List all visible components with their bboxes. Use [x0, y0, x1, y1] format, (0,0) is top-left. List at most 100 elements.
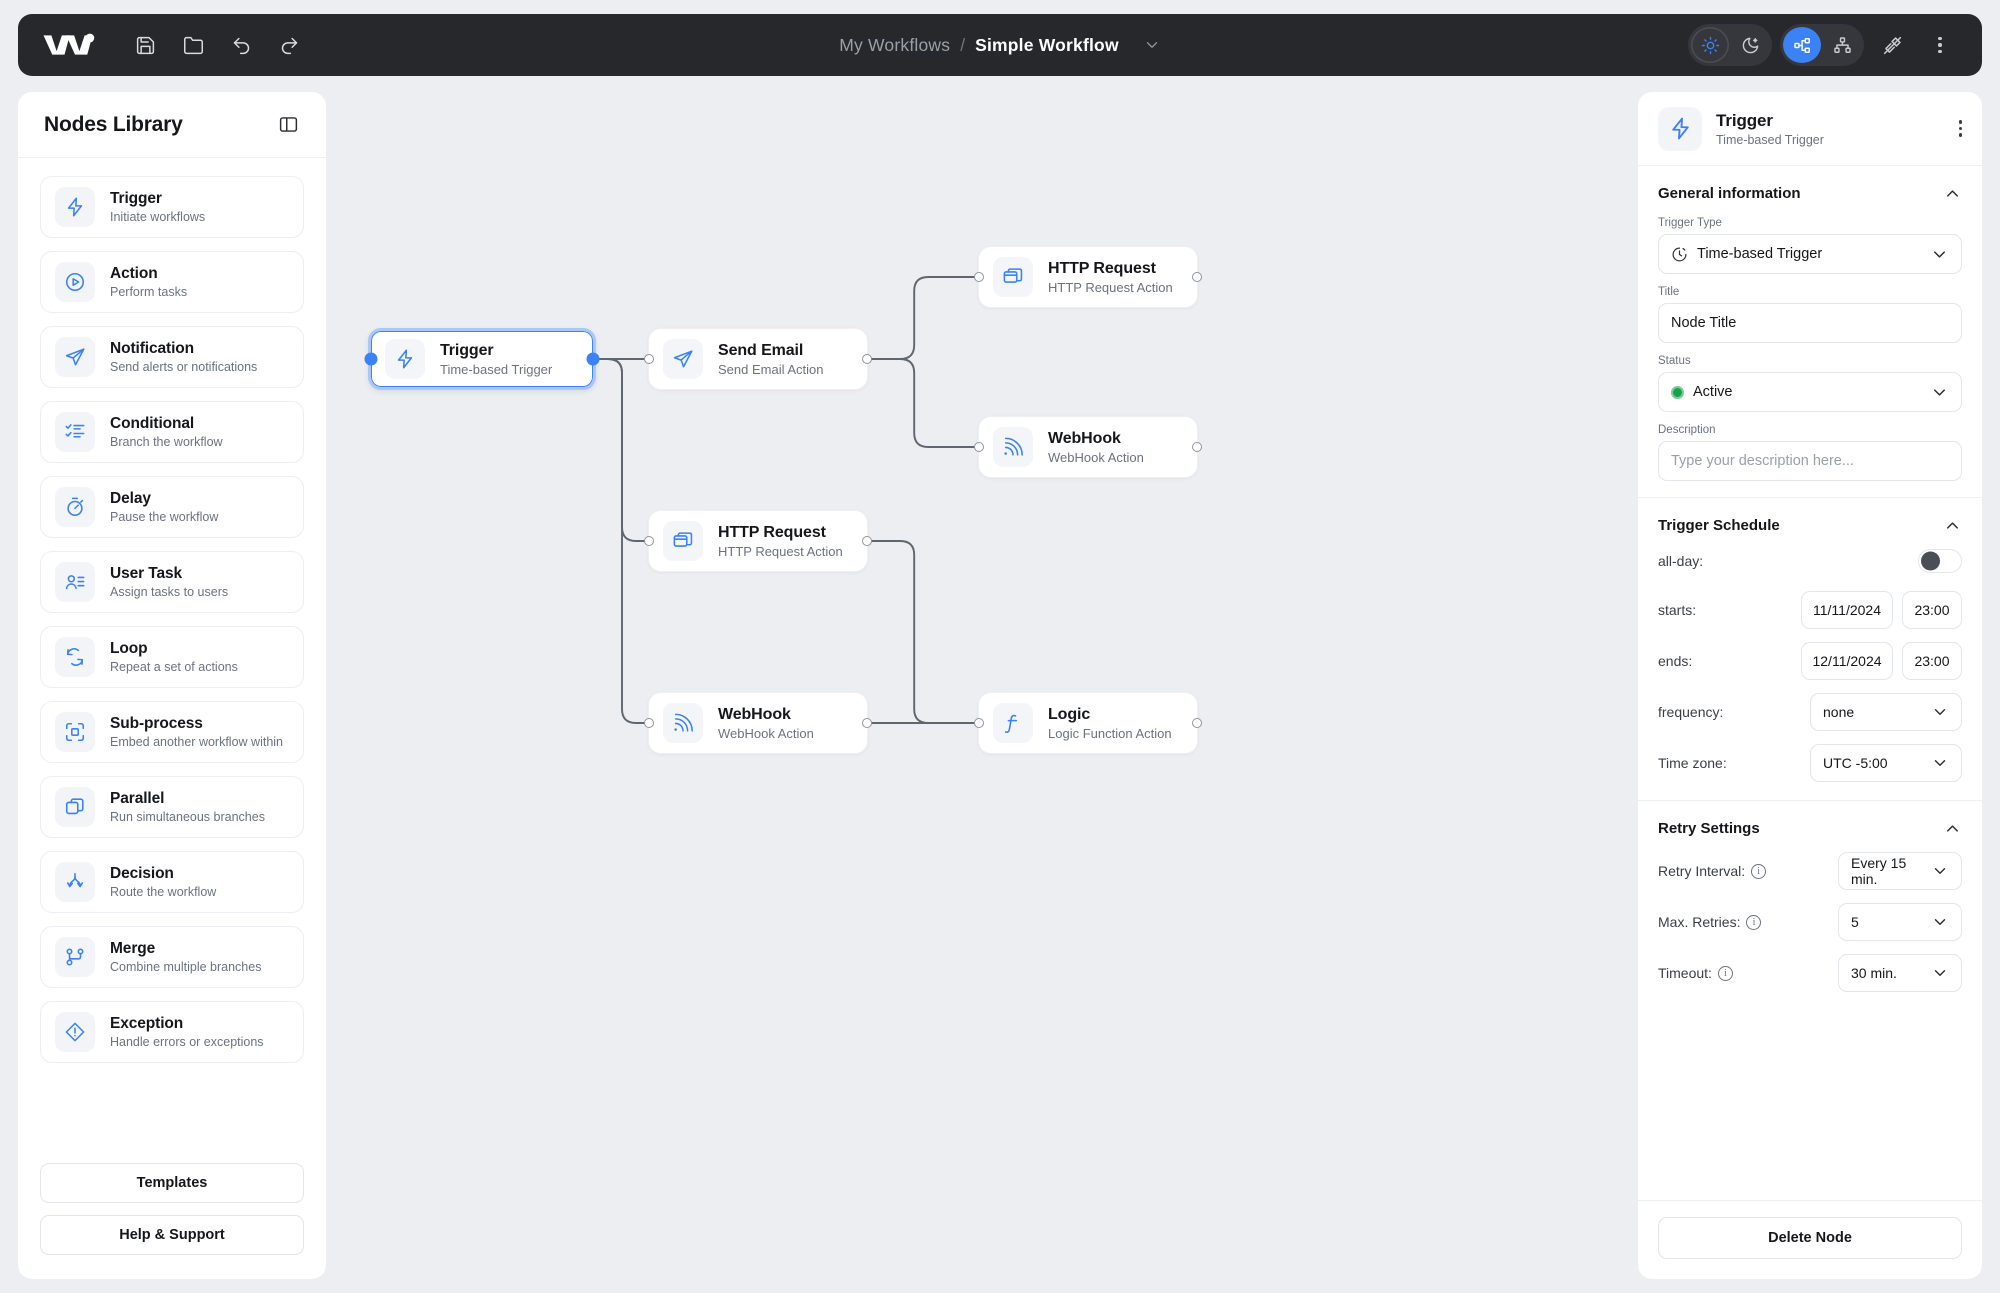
- canvas-node-subtitle: Time-based Trigger: [440, 361, 553, 377]
- more-options-icon[interactable]: [1958, 120, 1962, 137]
- retry-interval-value: Every 15 min.: [1851, 855, 1907, 887]
- app-logo[interactable]: [40, 30, 96, 60]
- node-input-port[interactable]: [974, 442, 984, 452]
- info-icon[interactable]: i: [1746, 915, 1762, 931]
- section-general-header[interactable]: General information: [1658, 184, 1962, 203]
- description-placeholder: Type your description here...: [1671, 453, 1854, 469]
- canvas-node-title: Trigger: [440, 341, 494, 359]
- chevron-down-icon[interactable]: [1930, 245, 1949, 264]
- timeout-row: Timeout:i 30 min.: [1658, 954, 1962, 992]
- retry-interval-select[interactable]: Every 15 min.: [1838, 852, 1962, 890]
- node-input-port[interactable]: [974, 718, 984, 728]
- section-schedule-header[interactable]: Trigger Schedule: [1658, 516, 1962, 535]
- title-input[interactable]: Node Title: [1658, 303, 1962, 343]
- node-output-port[interactable]: [862, 536, 872, 546]
- chevron-up-icon[interactable]: [1943, 819, 1962, 838]
- chevron-down-icon[interactable]: [1931, 862, 1949, 880]
- undo-icon[interactable]: [230, 34, 252, 56]
- ends-date-input[interactable]: 12/11/2024: [1801, 642, 1893, 680]
- info-icon[interactable]: i: [1751, 864, 1767, 880]
- node-input-port[interactable]: [644, 354, 654, 364]
- panel-header: Trigger Time-based Trigger: [1638, 92, 1982, 166]
- trigger-type-select[interactable]: Time-based Trigger: [1658, 234, 1962, 274]
- frequency-label: frequency:: [1658, 704, 1724, 720]
- templates-button[interactable]: Templates: [40, 1163, 304, 1203]
- chevron-down-icon[interactable]: [1931, 913, 1949, 931]
- node-input-port[interactable]: [974, 272, 984, 282]
- status-value: Active: [1693, 384, 1733, 400]
- allday-toggle[interactable]: [1918, 549, 1962, 573]
- chevron-up-icon[interactable]: [1943, 184, 1962, 203]
- ends-time-input[interactable]: 23:00: [1902, 642, 1962, 680]
- redo-icon[interactable]: [278, 34, 300, 56]
- chevron-down-icon[interactable]: [1931, 703, 1949, 721]
- top-right-controls: [1688, 24, 1960, 66]
- breadcrumb-parent[interactable]: My Workflows: [839, 34, 951, 55]
- graph-layout-icon[interactable]: [1783, 27, 1821, 63]
- node-output-port[interactable]: [1192, 272, 1202, 282]
- panel-collapse-icon[interactable]: [278, 114, 300, 136]
- starts-time-input[interactable]: 23:00: [1902, 591, 1962, 629]
- light-mode-icon[interactable]: [1691, 27, 1729, 63]
- node-output-port[interactable]: [862, 718, 872, 728]
- node-input-port[interactable]: [644, 536, 654, 546]
- chevron-down-icon[interactable]: [1931, 754, 1949, 772]
- section-retry-header[interactable]: Retry Settings: [1658, 819, 1962, 838]
- edge-email-to-hook1: [868, 358, 978, 448]
- play-circle-icon: [55, 262, 95, 302]
- chevron-down-icon[interactable]: [1930, 383, 1949, 402]
- bolt-icon: [1658, 106, 1702, 151]
- starts-date-input[interactable]: 11/11/2024: [1801, 591, 1893, 629]
- chevron-down-icon[interactable]: [1143, 36, 1161, 54]
- description-label: Description: [1658, 424, 1716, 436]
- timeout-select[interactable]: 30 min.: [1838, 954, 1962, 992]
- info-icon[interactable]: i: [1717, 966, 1733, 982]
- layout-toggle-group: [1780, 24, 1864, 66]
- frequency-value: none: [1823, 704, 1855, 720]
- node-input-port[interactable]: [644, 718, 654, 728]
- open-folder-icon[interactable]: [182, 34, 204, 56]
- more-options-icon[interactable]: [1920, 25, 1960, 65]
- node-output-port[interactable]: [1192, 718, 1202, 728]
- timezone-select[interactable]: UTC -5:00: [1810, 744, 1962, 782]
- node-input-port[interactable]: [364, 352, 378, 366]
- frequency-select[interactable]: none: [1810, 693, 1962, 731]
- chevron-up-icon[interactable]: [1943, 516, 1962, 535]
- node-output-port[interactable]: [586, 352, 600, 366]
- description-input[interactable]: Type your description here...: [1658, 441, 1962, 481]
- tree-layout-icon[interactable]: [1823, 27, 1861, 63]
- delete-node-button[interactable]: Delete Node: [1658, 1217, 1962, 1259]
- status-select[interactable]: Active: [1658, 372, 1962, 412]
- node-output-port[interactable]: [1192, 442, 1202, 452]
- file-tools: [134, 34, 300, 56]
- chevron-down-icon[interactable]: [1931, 964, 1949, 982]
- help-support-button[interactable]: Help & Support: [40, 1215, 304, 1255]
- library-node-label: Merge: [110, 940, 156, 957]
- allday-row: all-day:: [1658, 549, 1962, 573]
- max-retries-select[interactable]: 5: [1838, 903, 1962, 941]
- disconnect-icon[interactable]: [1872, 25, 1912, 65]
- save-icon[interactable]: [134, 34, 156, 56]
- node-output-port[interactable]: [862, 354, 872, 364]
- dark-mode-icon[interactable]: [1731, 27, 1769, 63]
